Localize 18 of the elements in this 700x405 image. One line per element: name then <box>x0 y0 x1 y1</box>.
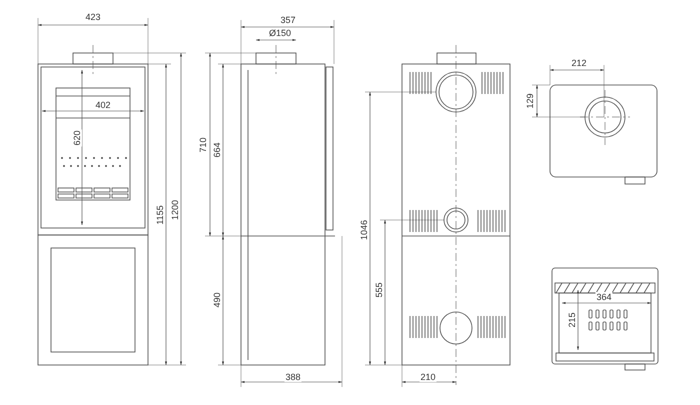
dimension-label: 620 <box>72 129 82 147</box>
dimension-label: 1200 <box>170 198 180 222</box>
dimension-label: 210 <box>419 372 437 382</box>
dimension-label: 388 <box>284 372 302 382</box>
dimension-label: 423 <box>84 12 102 22</box>
dimension-label: 215 <box>567 311 577 329</box>
dimension-label: 555 <box>374 281 384 299</box>
dimension-label: Ø150 <box>268 28 292 38</box>
dimension-label: 364 <box>595 292 613 302</box>
dimension-label: 357 <box>279 15 297 25</box>
dimension-label: 212 <box>570 58 588 68</box>
dimension-label: 710 <box>198 136 208 154</box>
dimension-label: 402 <box>94 100 112 110</box>
dimension-label: 664 <box>212 141 222 159</box>
dimension-label: 1046 <box>359 218 369 242</box>
dimension-label: 129 <box>525 92 535 110</box>
dimension-label: 1155 <box>155 204 165 226</box>
dimension-label: 490 <box>212 291 222 309</box>
